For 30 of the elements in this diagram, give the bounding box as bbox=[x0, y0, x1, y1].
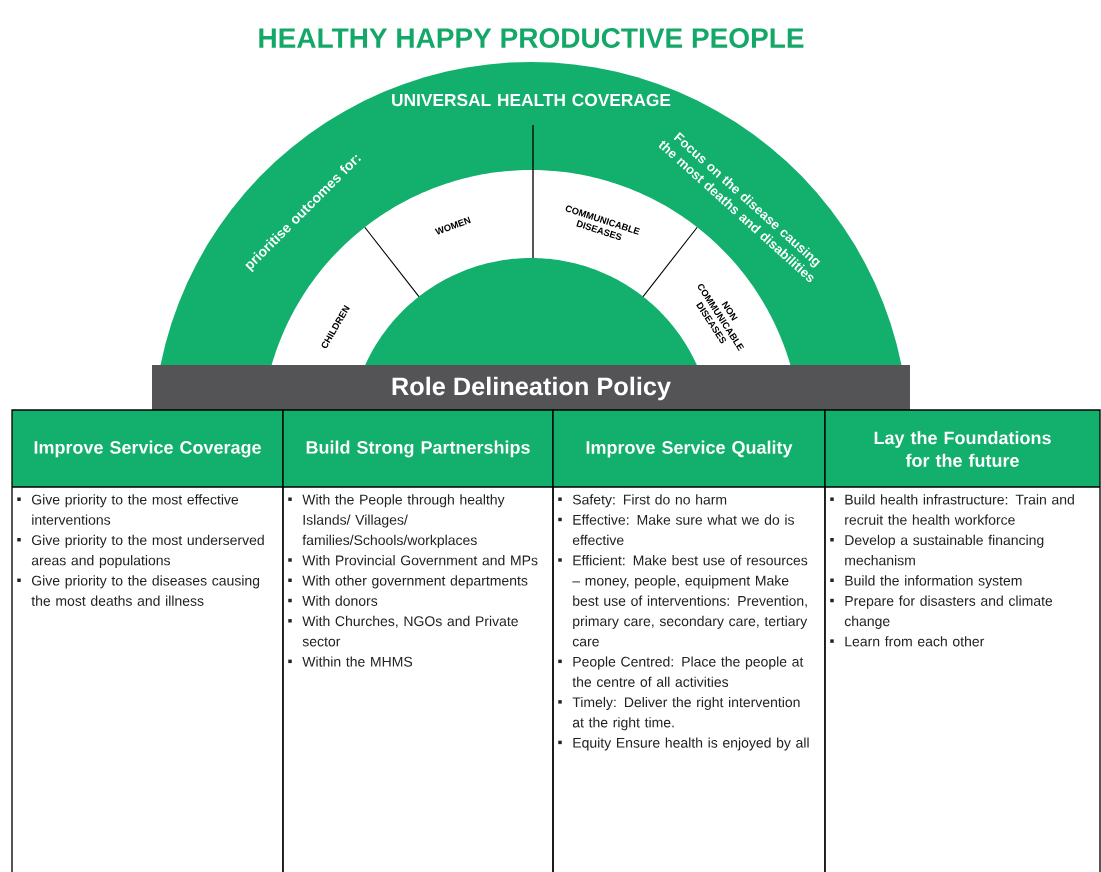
node-label: Improve Service Coverage bbox=[34, 440, 261, 458]
node-label: Build health infrastructure: Train and recruit the health workforce bbox=[845, 494, 1074, 525]
table-column: Improve Service Quality Safety: First do no harm Effective: Make sure what we do is effective Efficient: Make best use of resources – money, people, equipment Make best use of interventions: Prevention, primary care, secondary care, tertiary care People Centred: Place the people at the centre of all activities Timely: Deliver the right intervention at the right time. Equity Ensure health is enjoyed by all bbox=[552, 409, 826, 872]
node-label: Give priority to the most underserved areas and populations bbox=[31, 534, 264, 569]
node-label: With Churches, NGOs and Private sector bbox=[302, 615, 518, 647]
node-label: Give priority to the most effective interventions bbox=[31, 494, 239, 525]
table-column: Lay the Foundations for the future Build health infrastructure: Train and recruit the health workforce Develop a sustainable financing mechanism Build the information system Prepare for disasters and climate change Learn from each other bbox=[824, 409, 1101, 872]
node-label: Efficient: Make best use of resources – money, people, equipment Make best use of interventions: Prevention, primary care, secondary care, tertiary care bbox=[572, 555, 808, 647]
node-label: Safety: First do no harm bbox=[572, 494, 727, 508]
node-label: With donors bbox=[302, 595, 378, 606]
table-column: Improve Service Coverage Give priority to the most effective interventions Give priority to the most underserved areas and populations Give priority to the diseases causing the most deaths and illness bbox=[11, 409, 284, 872]
table-column: Build Strong Partnerships With the People through healthy Islands/ Villages/ families/Schools/workplaces With Provincial Government and MPs With other government departments With donors With Churches, NGOs and Private sector Within the MHMS bbox=[282, 409, 554, 872]
node-label: Improve Service Quality bbox=[586, 440, 793, 458]
node-label: With Provincial Government and MPs bbox=[302, 555, 538, 566]
title: HEALTHY HAPPY PRODUCTIVE PEOPLE bbox=[259, 28, 804, 48]
banner-band: Role Delineation Policy bbox=[152, 365, 910, 410]
node-label: Lay the Foundations for the future bbox=[874, 431, 1051, 467]
node-label: Develop a sustainable financing mechanism bbox=[845, 534, 1044, 566]
node-label: Give priority to the diseases causing the most deaths and illness bbox=[31, 575, 260, 606]
node-label: Within the MHMS bbox=[302, 656, 413, 667]
node-label: Effective: Make sure what we do is effective bbox=[572, 514, 794, 546]
node-label: With the People through healthy Islands/ Villages/ families/Schools/workplaces bbox=[302, 494, 505, 548]
node-label: With other government departments bbox=[302, 575, 528, 589]
node-label: Learn from each other bbox=[845, 636, 985, 647]
node-label: Build Strong Partnerships bbox=[306, 440, 530, 458]
node-label: Timely: Deliver the right intervention at the right time. bbox=[572, 696, 800, 731]
node-label: Prepare for disasters and climate change bbox=[844, 595, 1053, 629]
node-label: Equity Ensure health is enjoyed by all bbox=[573, 737, 809, 751]
node-label: People Centred: Place the people at the centre of all activities bbox=[572, 656, 804, 687]
node-label: Build the information system bbox=[845, 575, 1022, 589]
